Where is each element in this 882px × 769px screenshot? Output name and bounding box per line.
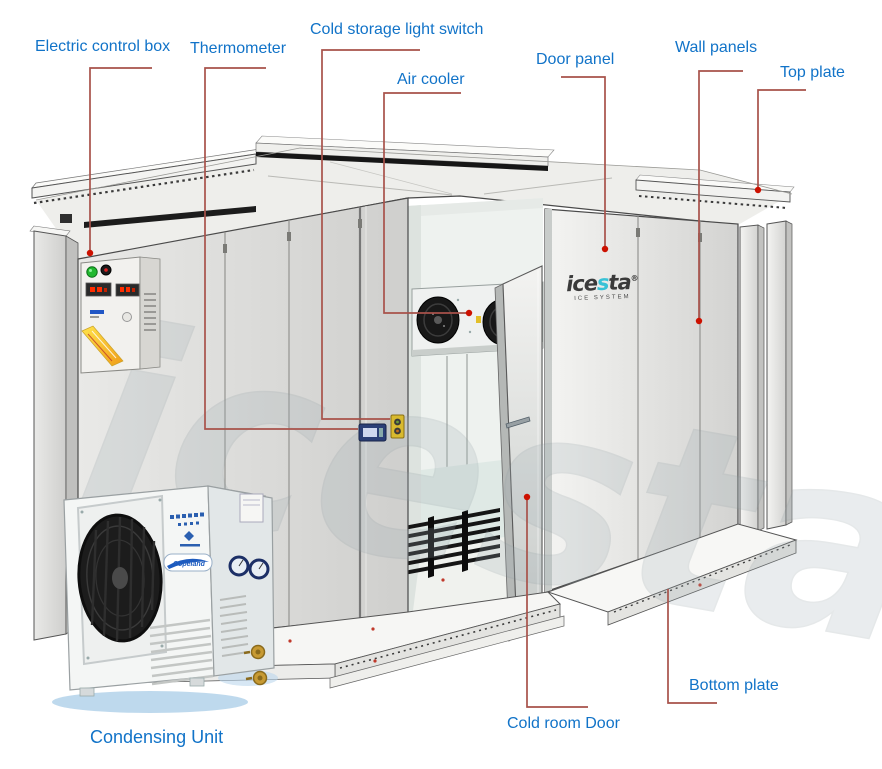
temperature-display xyxy=(85,282,112,297)
label-wall-panels: Wall panels xyxy=(675,39,758,56)
leader-top-plate xyxy=(757,89,806,187)
door-handle xyxy=(505,416,531,429)
green-start-button xyxy=(86,266,98,278)
leader-thermometer xyxy=(204,67,358,430)
svg-text:Copeland: Copeland xyxy=(173,561,206,568)
label-cold-storage-light-switch: Cold storage light switch xyxy=(310,21,484,38)
wall-panels-exploded-right xyxy=(739,220,793,536)
pressure-gauges xyxy=(228,555,270,580)
leader-door-panel xyxy=(561,76,606,247)
cold-room-door-leaf xyxy=(494,265,543,642)
top-plate-right xyxy=(635,174,795,209)
thermometer-device xyxy=(358,423,387,442)
panel-knob xyxy=(122,312,132,322)
label-air-cooler: Air cooler xyxy=(397,71,465,88)
copeland-badge: Copeland xyxy=(163,553,213,572)
label-cold-room-door: Cold room Door xyxy=(507,715,620,732)
leader-bottom-plate xyxy=(667,589,717,704)
warning-sticker-diagonal xyxy=(81,325,124,367)
warning-sticker xyxy=(476,316,481,323)
label-bottom-plate: Bottom plate xyxy=(689,677,779,694)
condensing-unit-device: Copeland xyxy=(52,485,278,713)
top-plate-center xyxy=(255,135,555,171)
leader-wall-panels xyxy=(698,70,743,319)
air-cooler-fan-left xyxy=(416,296,460,344)
unit-label-sticker xyxy=(170,512,204,547)
leader-air-cooler xyxy=(383,92,466,314)
label-thermometer: Thermometer xyxy=(190,40,287,57)
electric-control-box-device xyxy=(80,256,161,374)
electrical-box xyxy=(239,493,264,523)
label-door-panel: Door panel xyxy=(536,51,615,68)
secondary-display xyxy=(115,283,140,297)
label-condensing-unit: Condensing Unit xyxy=(90,727,224,747)
label-electric-control-box: Electric control box xyxy=(35,38,171,55)
floor-grille xyxy=(404,508,500,578)
wall-right-face xyxy=(544,208,739,593)
side-louvers xyxy=(219,595,249,657)
leader-cold-storage-light-switch xyxy=(321,49,420,420)
leader-dots xyxy=(86,186,762,501)
label-top-plate: Top plate xyxy=(780,64,845,81)
light-switch-device xyxy=(390,414,405,439)
roof-shadow-band-left xyxy=(84,206,256,228)
leader-cold-room-door xyxy=(526,500,588,708)
leader-electric-control-box xyxy=(89,67,152,251)
condensing-fan xyxy=(77,513,163,643)
icesta-door-logo: icesta® ICE SYSTEM xyxy=(556,270,649,302)
icesta-logo-text: icesta® xyxy=(565,270,638,297)
bottom-plate-right xyxy=(546,523,798,626)
front-louvers xyxy=(149,618,214,686)
leader-lines xyxy=(89,49,806,708)
brass-valves xyxy=(243,644,268,686)
